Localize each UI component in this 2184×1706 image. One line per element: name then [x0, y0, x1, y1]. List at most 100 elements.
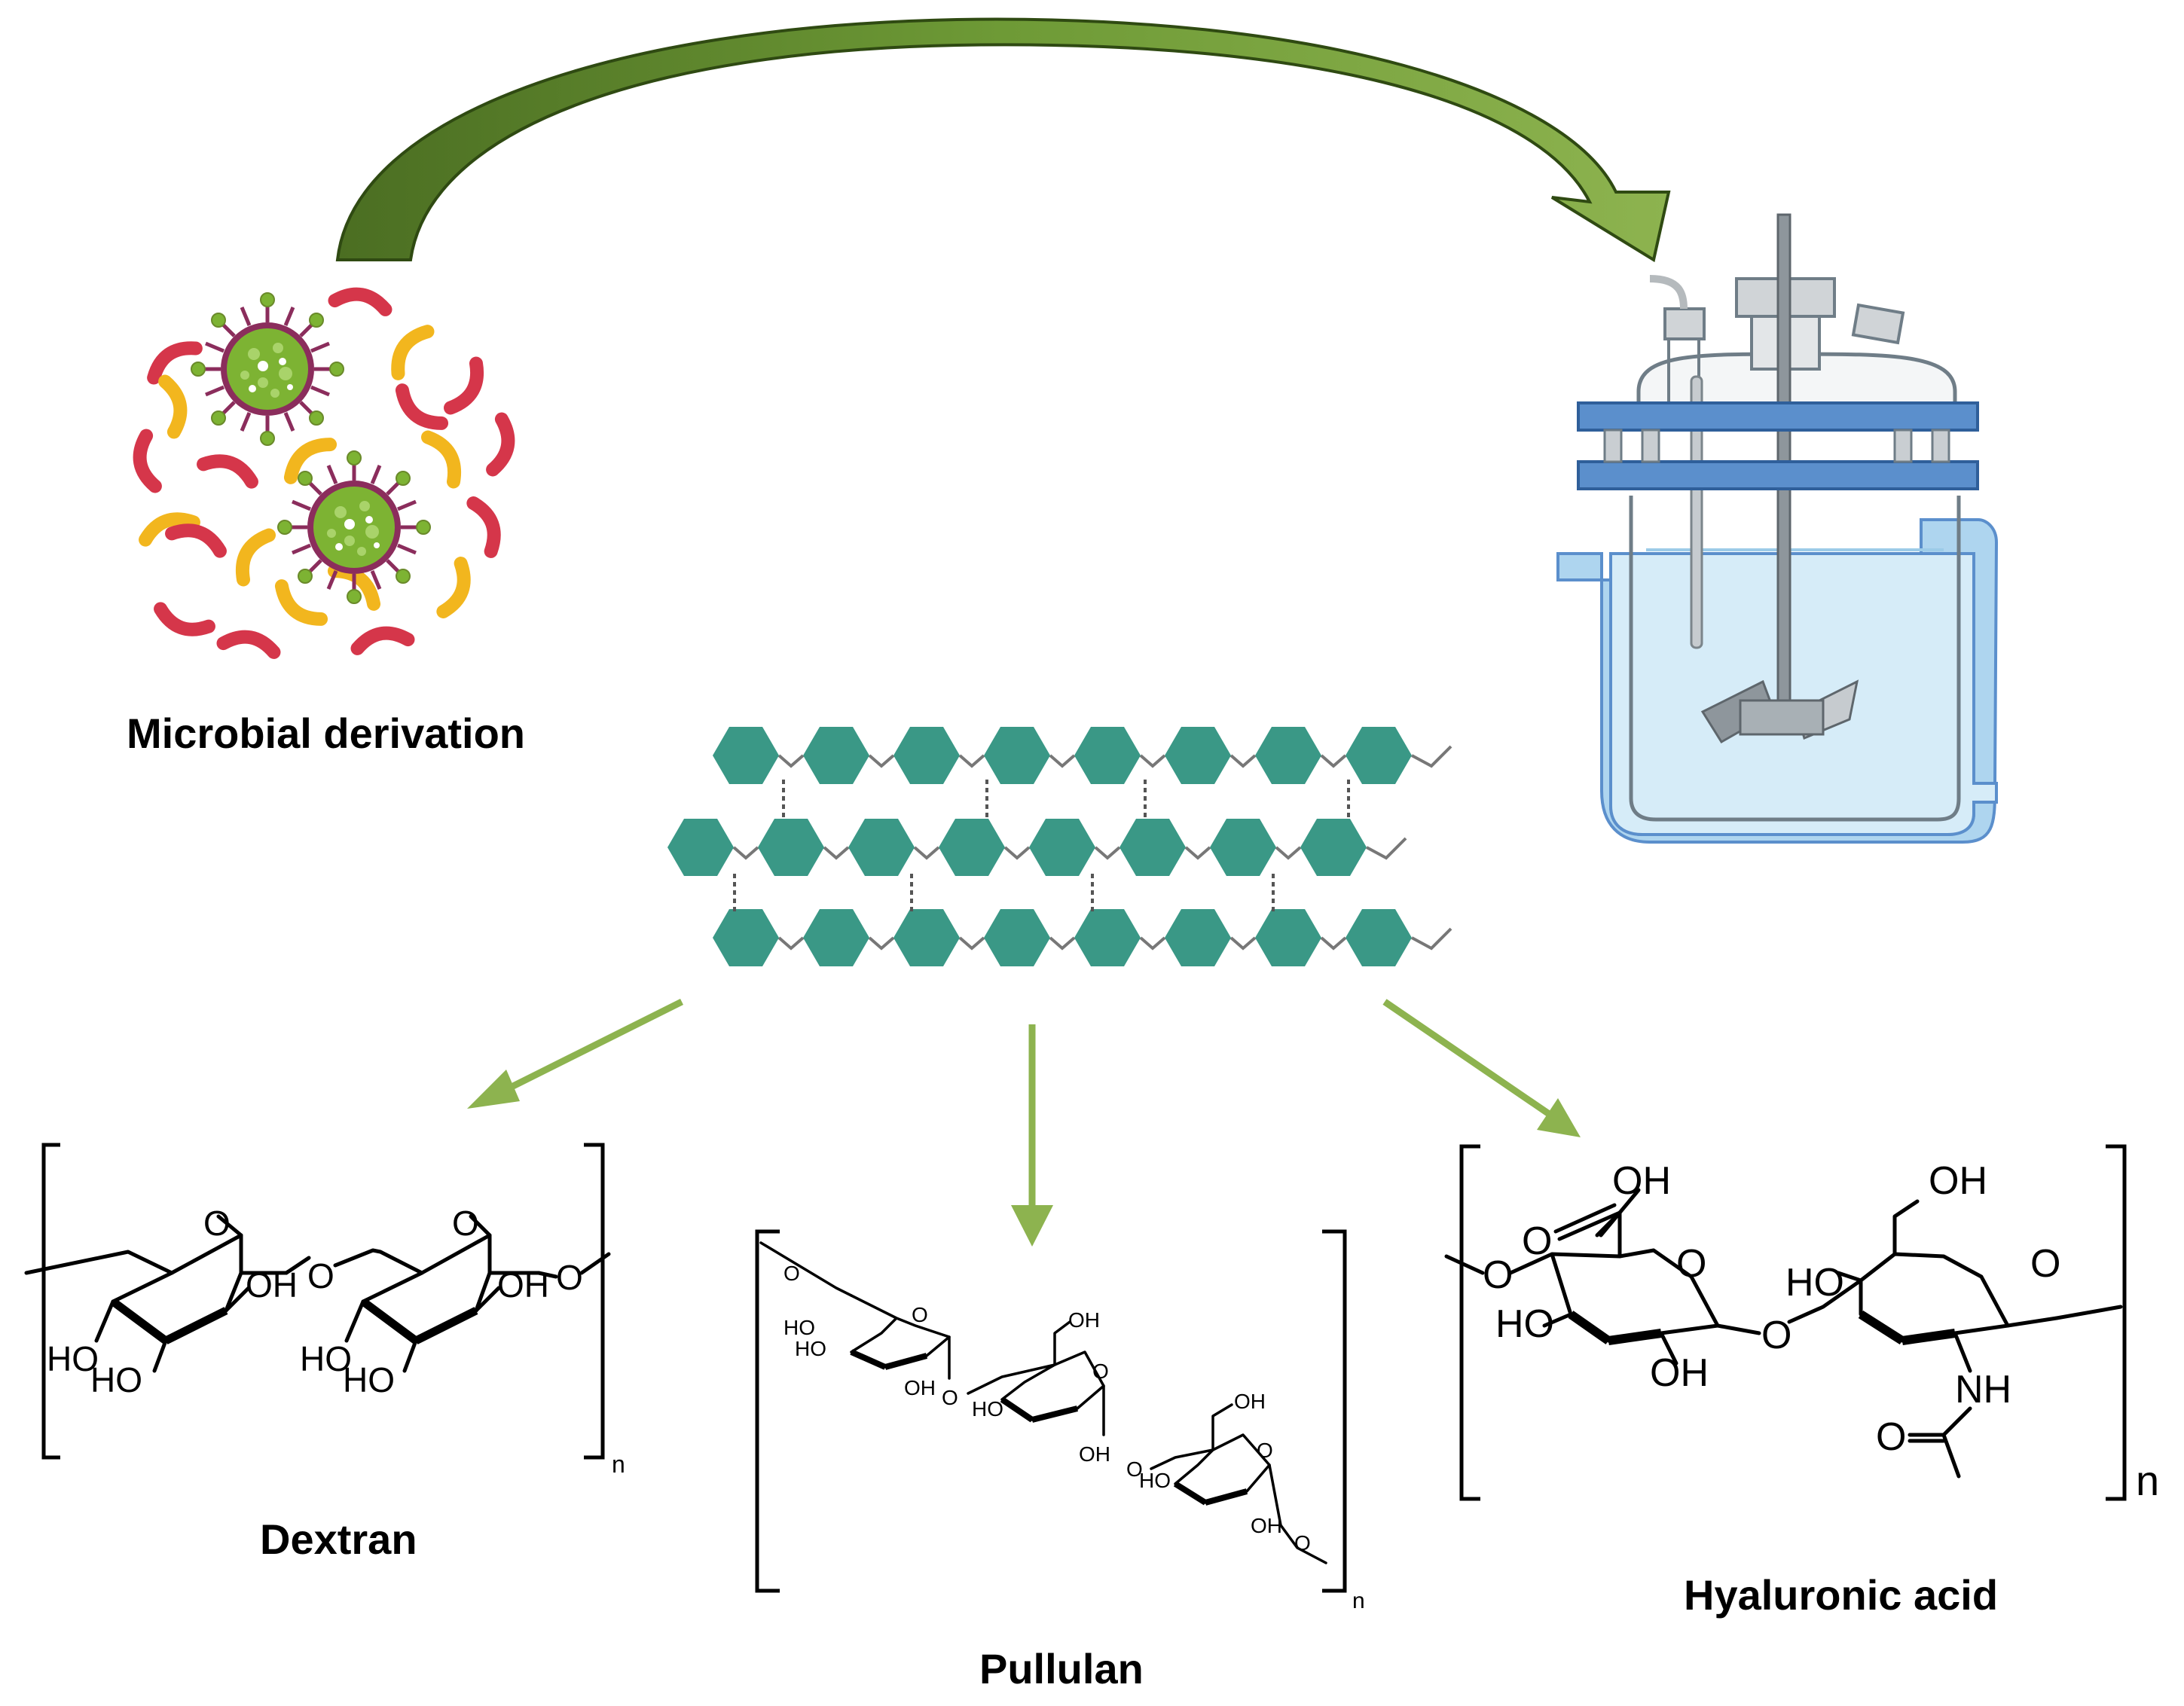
svg-text:O: O	[1092, 1360, 1109, 1383]
svg-text:O: O	[1876, 1415, 1906, 1459]
svg-text:O: O	[307, 1256, 334, 1296]
glycosidic-link	[1049, 754, 1076, 768]
virus-icon	[191, 293, 344, 445]
label-microbial-derivation: Microbial derivation	[127, 710, 525, 757]
pullulan-structure: n O O HO HO OH O OH O HO OH O	[755, 1229, 1365, 1613]
svg-text:OH: OH	[1068, 1308, 1100, 1332]
sugar-unit-hexagon	[758, 819, 824, 876]
svg-text:O: O	[556, 1258, 583, 1297]
glycosidic-link	[958, 936, 985, 951]
sugar-unit-hexagon	[1346, 727, 1412, 784]
svg-text:O: O	[1294, 1531, 1311, 1555]
sugar-unit-hexagon	[1165, 727, 1231, 784]
sugar-unit-hexagon	[1074, 727, 1141, 784]
dextran-structure: n O OH HO HO O O OH HO	[24, 1143, 625, 1478]
svg-text:n: n	[1352, 1589, 1365, 1613]
svg-text:HO: HO	[343, 1360, 395, 1399]
svg-text:OH: OH	[904, 1376, 936, 1399]
sugar-unit-hexagon	[667, 819, 734, 876]
glycosidic-link	[1094, 846, 1121, 860]
sugar-unit-hexagon	[803, 727, 869, 784]
sugar-unit-hexagon	[848, 819, 915, 876]
svg-text:O: O	[203, 1204, 231, 1243]
glycosidic-link	[777, 754, 805, 768]
svg-text:O: O	[452, 1204, 479, 1243]
arrow-to-dextran-icon	[467, 998, 684, 1109]
svg-text:O: O	[2030, 1242, 2060, 1286]
arrow-to-pullulan-icon	[1011, 1024, 1053, 1247]
svg-text:HO: HO	[90, 1360, 142, 1399]
arrow-to-hyaluronic-icon	[1382, 999, 1581, 1137]
glycosidic-link	[1366, 837, 1407, 860]
sugar-unit-hexagon	[1029, 819, 1095, 876]
svg-text:O: O	[783, 1262, 800, 1285]
svg-text:HO: HO	[783, 1316, 815, 1339]
svg-text:O: O	[1257, 1439, 1273, 1462]
svg-text:O: O	[1676, 1242, 1706, 1286]
svg-text:HO: HO	[47, 1339, 99, 1378]
svg-text:O: O	[912, 1303, 928, 1326]
sugar-unit-hexagon	[1165, 909, 1231, 966]
glycosidic-link	[1411, 745, 1452, 768]
glycosidic-link	[732, 846, 759, 860]
glycosidic-link	[777, 936, 805, 951]
microbes-virus-cluster-icon	[136, 290, 512, 652]
glycosidic-link	[1049, 936, 1076, 951]
glycosidic-link	[1229, 754, 1257, 768]
svg-text:OH: OH	[1929, 1159, 1987, 1203]
svg-text:HO: HO	[1495, 1302, 1554, 1346]
glycosidic-link	[1184, 846, 1211, 860]
label-pullulan: Pullulan	[979, 1645, 1144, 1692]
svg-text:O: O	[942, 1386, 958, 1409]
sugar-unit-hexagon	[1119, 819, 1186, 876]
sugar-unit-hexagon	[984, 727, 1050, 784]
glycosidic-link	[1229, 936, 1257, 951]
glycosidic-link	[1411, 927, 1452, 951]
sugar-unit-hexagon	[1300, 819, 1367, 876]
hyaluronic-acid-structure: n O O OH O HO OH O	[1444, 1144, 2159, 1504]
svg-text:OH: OH	[1650, 1351, 1709, 1395]
svg-text:O: O	[1483, 1253, 1513, 1297]
glycosidic-link	[1139, 754, 1166, 768]
sugar-unit-hexagon	[893, 727, 960, 784]
svg-text:n: n	[2136, 1457, 2159, 1504]
sugar-unit-hexagon	[1255, 909, 1321, 966]
sugar-unit-hexagon	[1210, 819, 1276, 876]
glycosidic-link	[868, 754, 895, 768]
glycosidic-link	[1275, 846, 1302, 860]
sugar-unit-hexagon	[713, 909, 779, 966]
label-dextran: Dextran	[260, 1515, 417, 1563]
glycosidic-link	[958, 754, 985, 768]
glycosidic-link	[868, 936, 895, 951]
sugar-unit-hexagon	[1074, 909, 1141, 966]
glycosidic-link	[913, 846, 940, 860]
sugar-unit-hexagon	[1255, 727, 1321, 784]
virus-icon	[278, 451, 430, 603]
svg-text:O: O	[1522, 1219, 1552, 1263]
svg-text:HO: HO	[1139, 1469, 1171, 1492]
svg-text:O: O	[1761, 1314, 1791, 1357]
svg-text:OH: OH	[497, 1265, 549, 1305]
glycosidic-link	[823, 846, 850, 860]
sugar-unit-hexagon	[984, 909, 1050, 966]
sugar-unit-hexagon	[939, 819, 1005, 876]
svg-text:OH: OH	[1612, 1159, 1671, 1203]
glycosidic-link	[1003, 846, 1031, 860]
glycosidic-link	[1320, 936, 1347, 951]
glycosidic-link	[1320, 754, 1347, 768]
curved-arrow-icon	[335, 17, 1671, 263]
bioreactor-icon	[1556, 213, 1999, 844]
svg-text:HO: HO	[1785, 1261, 1844, 1305]
svg-text:O: O	[1126, 1457, 1143, 1481]
svg-text:OH: OH	[1251, 1514, 1282, 1537]
svg-text:HO: HO	[795, 1337, 826, 1360]
svg-text:HO: HO	[300, 1339, 352, 1378]
sugar-unit-hexagon	[803, 909, 869, 966]
svg-text:OH: OH	[1079, 1442, 1110, 1466]
glycosidic-link	[1139, 936, 1166, 951]
sugar-unit-hexagon	[893, 909, 960, 966]
svg-text:n: n	[612, 1451, 625, 1478]
svg-text:HO: HO	[972, 1397, 1003, 1421]
sugar-unit-hexagon	[1346, 909, 1412, 966]
